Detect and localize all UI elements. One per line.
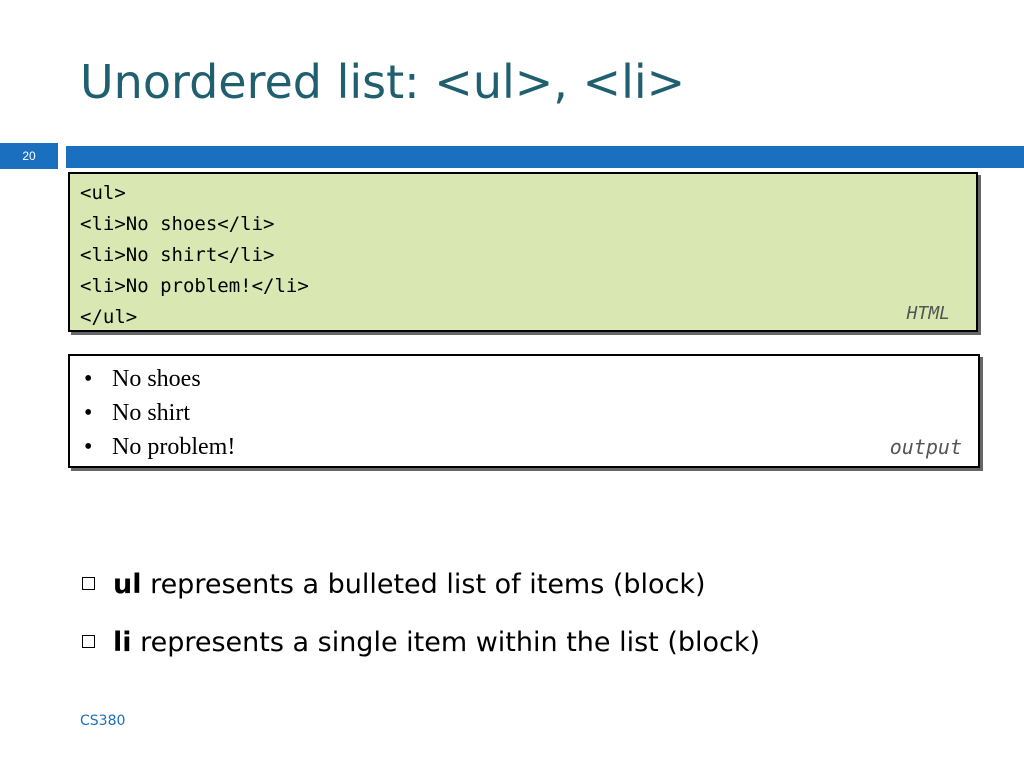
output-item-text: No shirt [112,400,190,426]
note-term: ul [113,569,142,600]
code-lines: <ul> <li>No shoes</li> <li>No shirt</li>… [80,178,309,333]
bullet-dot-icon: • [84,400,93,426]
bullet-dot-icon: • [84,434,93,460]
hollow-square-icon [82,577,95,590]
output-item-text: No shoes [112,366,201,392]
note-term: li [113,627,132,658]
output-item-text: No problem! [112,434,236,460]
output-example-box: • No shoes • No shirt • No problem! output [68,354,980,468]
note-text: represents a single item within the list… [131,627,761,658]
slide-title: Unordered list: <ul>, <li> [80,55,686,109]
note-text: represents a bulleted list of items (blo… [141,569,706,600]
code-line: <li>No shirt</li> [80,244,275,266]
output-label: output [889,435,962,459]
code-line: <li>No problem!</li> [80,275,309,297]
code-example-box: <ul> <li>No shoes</li> <li>No shirt</li>… [68,172,978,332]
explanation-list: ul represents a bulleted list of items (… [82,556,760,672]
hollow-square-icon [82,635,95,648]
slide-number: 20 [0,143,58,169]
code-language-label: HTML [906,303,950,324]
output-list: • No shoes • No shirt • No problem! [84,362,235,464]
explanation-item: ul represents a bulleted list of items (… [82,556,760,614]
code-line: <ul> [80,182,126,204]
explanation-item: li represents a single item within the l… [82,614,760,672]
slide-footer: CS380 [80,713,126,729]
header-bar [66,146,1024,168]
code-line: </ul> [80,306,138,328]
code-line: <li>No shoes</li> [80,213,275,235]
output-list-item: • No problem! [84,430,235,464]
bullet-dot-icon: • [84,366,93,392]
output-list-item: • No shirt [84,396,235,430]
output-list-item: • No shoes [84,362,235,396]
